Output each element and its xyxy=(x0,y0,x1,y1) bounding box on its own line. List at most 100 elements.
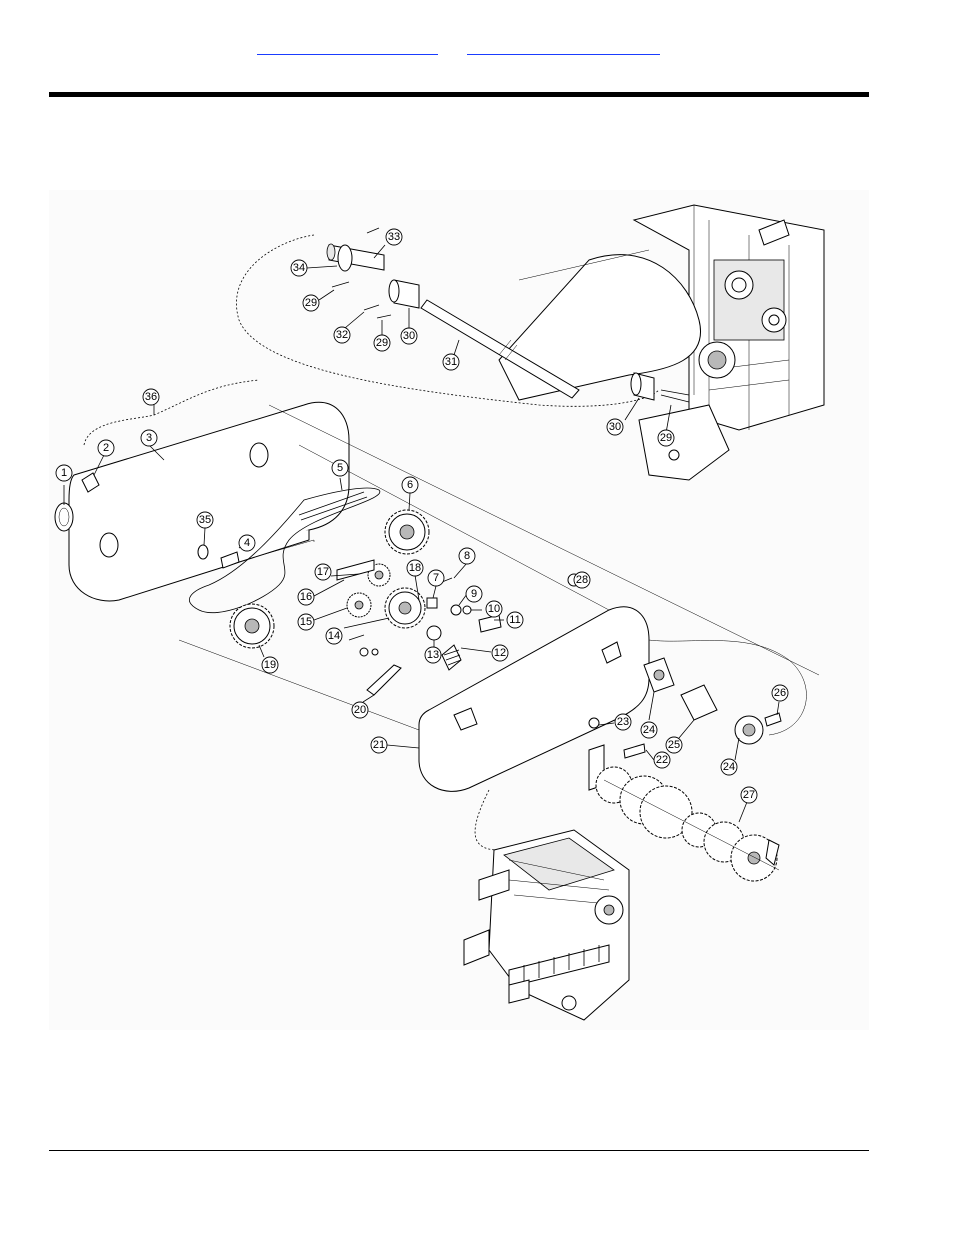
svg-text:14: 14 xyxy=(328,630,340,642)
spacer-4 xyxy=(220,551,240,569)
callout-30b: 30 xyxy=(606,397,640,436)
footer-rule xyxy=(49,1150,869,1151)
callout-19: 19 xyxy=(258,644,279,674)
callout-34: 34 xyxy=(290,259,338,277)
sprocket-14 xyxy=(384,587,426,629)
callout-15: 15 xyxy=(297,607,348,631)
callout-29a: 29 xyxy=(302,289,335,312)
exploded-parts-diagram: 1 2 3 4 5 6 7 8 9 10 11 12 13 14 15 16 1… xyxy=(49,190,869,1030)
svg-text:16: 16 xyxy=(300,591,312,603)
callout-1: 1 xyxy=(55,464,73,505)
callout-4: 4 xyxy=(238,534,256,552)
callout-36: 36 xyxy=(142,388,160,415)
callout-24b: 24 xyxy=(720,737,740,776)
svg-text:7: 7 xyxy=(433,572,439,584)
svg-text:4: 4 xyxy=(244,537,250,549)
callout-16: 16 xyxy=(297,579,345,606)
wing-knob xyxy=(81,472,100,493)
stub-shaft xyxy=(326,227,385,272)
svg-text:29: 29 xyxy=(376,337,388,349)
nut-7 xyxy=(426,597,438,609)
tensioner-arm xyxy=(366,664,402,696)
bearing-cover-25 xyxy=(680,684,718,721)
callout-31: 31 xyxy=(442,339,460,371)
svg-text:1: 1 xyxy=(61,467,67,479)
sprocket-19 xyxy=(229,603,275,649)
idler-sprocket-15 xyxy=(346,592,372,618)
svg-text:25: 25 xyxy=(668,739,680,751)
callout-28: 28 xyxy=(573,571,591,589)
top-navigation xyxy=(0,38,954,58)
sprocket-6 xyxy=(384,509,430,555)
hex-shaft xyxy=(420,299,580,399)
washer-13 xyxy=(426,625,442,641)
svg-text:2: 2 xyxy=(103,442,109,454)
nav-link-right[interactable] xyxy=(467,38,660,55)
callout-25: 25 xyxy=(665,719,695,754)
callout-8: 8 xyxy=(453,547,476,579)
seed-meter-assembly xyxy=(463,829,630,1021)
callout-20: 20 xyxy=(351,694,375,719)
svg-text:9: 9 xyxy=(471,588,477,600)
bolt-26 xyxy=(764,712,782,727)
callout-12: 12 xyxy=(460,644,509,662)
callout-17: 17 xyxy=(314,563,360,581)
svg-text:36: 36 xyxy=(145,391,157,403)
callout-11: 11 xyxy=(494,611,524,629)
roll-pin-29a xyxy=(331,281,350,288)
bolt-22 xyxy=(623,743,646,759)
callout-26: 26 xyxy=(771,684,789,716)
callout-33: 33 xyxy=(373,228,403,259)
callout-29c: 29 xyxy=(657,404,675,447)
callout-7: 7 xyxy=(427,569,445,599)
svg-text:13: 13 xyxy=(427,649,439,661)
svg-text:19: 19 xyxy=(264,659,276,671)
svg-text:34: 34 xyxy=(293,262,305,274)
callout-29b: 29 xyxy=(373,320,391,352)
svg-text:30: 30 xyxy=(403,330,415,342)
chain-guard-right xyxy=(418,606,650,792)
callout-24: 24 xyxy=(640,691,658,739)
frame-tube xyxy=(498,249,701,401)
svg-text:24: 24 xyxy=(723,761,735,773)
callout-14: 14 xyxy=(325,617,390,645)
svg-text:8: 8 xyxy=(464,550,470,562)
coupler-30-upper xyxy=(388,279,420,309)
bearing-24b xyxy=(734,715,764,745)
svg-text:30: 30 xyxy=(609,421,621,433)
svg-text:15: 15 xyxy=(300,616,312,628)
callout-32: 32 xyxy=(333,311,365,344)
nav-link-left[interactable] xyxy=(257,38,438,55)
svg-text:33: 33 xyxy=(388,231,400,243)
callout-10: 10 xyxy=(471,600,503,618)
coupler-30-lower xyxy=(630,372,655,401)
svg-text:5: 5 xyxy=(337,462,343,474)
svg-text:35: 35 xyxy=(199,514,211,526)
callout-6: 6 xyxy=(401,476,419,511)
svg-text:23: 23 xyxy=(617,716,629,728)
bushing-35 xyxy=(197,544,209,560)
clip-pin xyxy=(765,839,780,866)
seal-ring xyxy=(54,502,74,532)
svg-text:10: 10 xyxy=(488,603,500,615)
svg-text:24: 24 xyxy=(643,724,655,736)
callout-22: 22 xyxy=(645,749,671,769)
svg-text:11: 11 xyxy=(509,614,520,626)
chain-guard-left xyxy=(68,401,350,602)
svg-text:21: 21 xyxy=(373,739,385,751)
svg-text:27: 27 xyxy=(743,789,755,801)
svg-text:29: 29 xyxy=(660,432,672,444)
callout-27: 27 xyxy=(738,786,758,823)
callout-23: 23 xyxy=(598,713,632,731)
drive-chain xyxy=(189,487,381,614)
sprocket-stack xyxy=(595,766,780,882)
svg-text:31: 31 xyxy=(445,356,457,368)
svg-text:18: 18 xyxy=(409,562,421,574)
nut-23 xyxy=(588,717,600,729)
svg-text:20: 20 xyxy=(354,704,366,716)
callout-2: 2 xyxy=(93,439,115,476)
svg-text:6: 6 xyxy=(407,479,413,491)
callout-18: 18 xyxy=(406,559,424,601)
callout-3: 3 xyxy=(140,429,165,461)
gearbox-housing xyxy=(632,204,825,481)
